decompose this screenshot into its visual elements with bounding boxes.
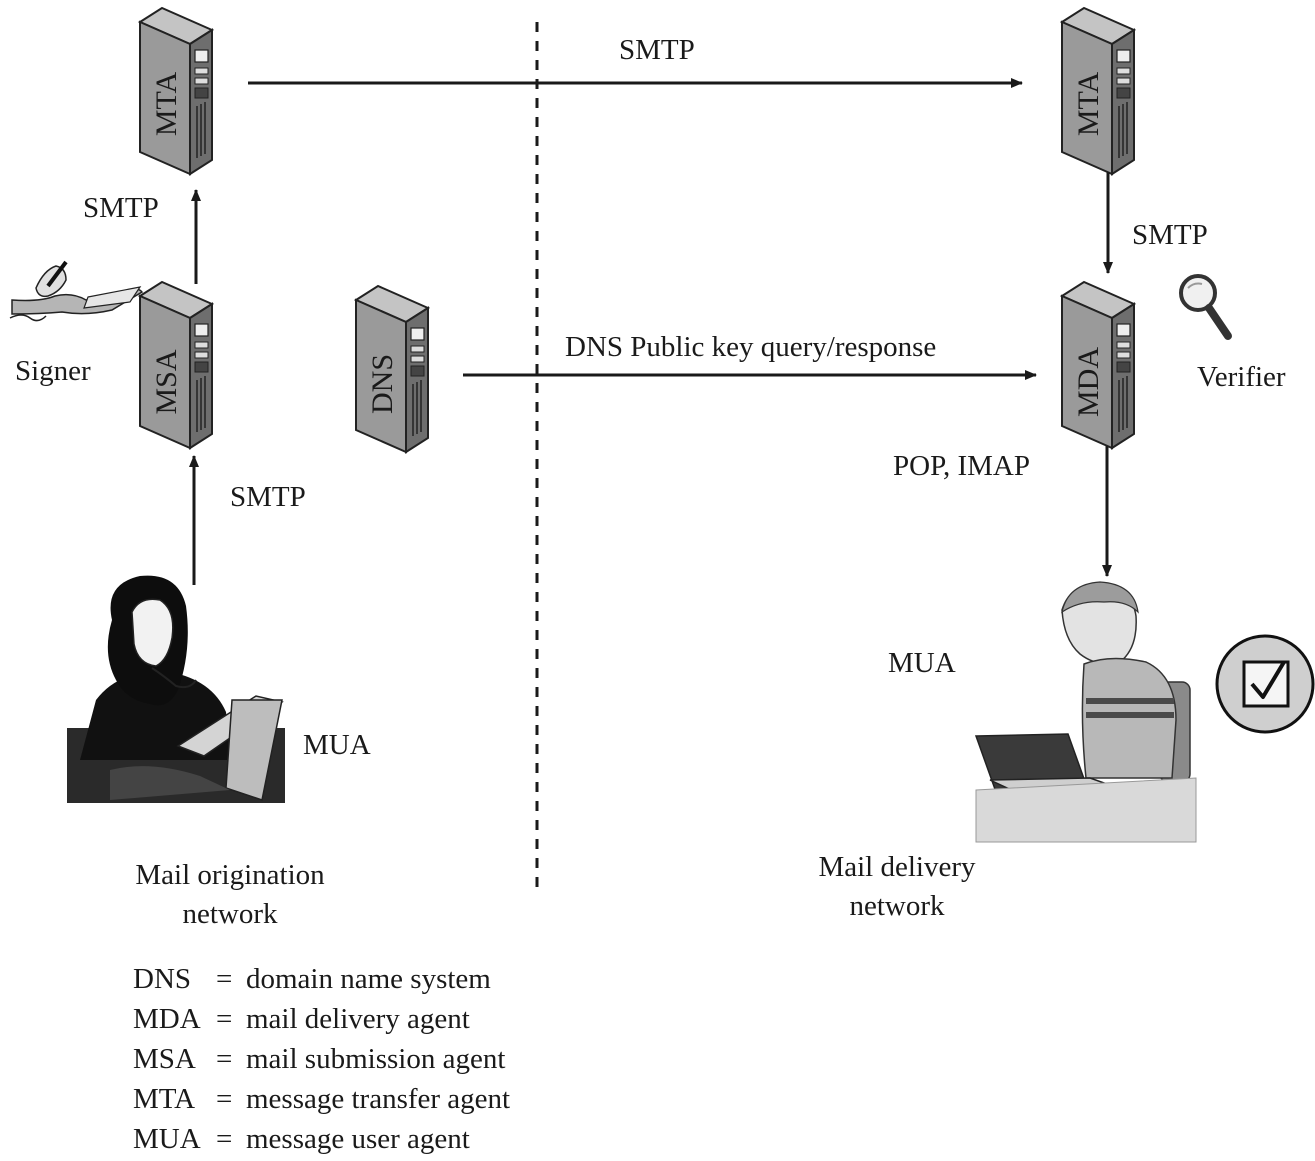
edge-label-dns-query: DNS Public key query/response xyxy=(565,331,936,363)
svg-text:MSA: MSA xyxy=(133,1043,196,1075)
abbreviation-legend: DNS = domain name system MDA = mail deli… xyxy=(133,963,510,1155)
mta-origin-server: MTA xyxy=(139,7,213,175)
svg-text:mail submission agent: mail submission agent xyxy=(246,1043,505,1075)
man-at-laptop-icon xyxy=(974,581,1197,843)
svg-text:=: = xyxy=(216,1003,232,1035)
verifier-label: Verifier xyxy=(1197,361,1286,393)
signer-icon xyxy=(9,260,144,322)
svg-text:=: = xyxy=(216,1123,232,1155)
svg-text:=: = xyxy=(216,963,232,995)
svg-text:domain name system: domain name system xyxy=(246,963,491,995)
svg-text:mail delivery agent: mail delivery agent xyxy=(246,1003,470,1035)
magnifier-icon xyxy=(1179,274,1232,340)
woman-at-laptop-icon xyxy=(67,575,285,803)
mta-delivery-server: MTA xyxy=(1061,7,1135,175)
svg-text:DNS: DNS xyxy=(366,354,399,414)
dns-server: DNS xyxy=(355,285,429,453)
svg-text:DNS: DNS xyxy=(133,963,191,995)
svg-text:MSA: MSA xyxy=(150,349,183,414)
mua-delivery-label: MUA xyxy=(888,647,956,679)
signer-label: Signer xyxy=(15,355,91,387)
svg-text:MTA: MTA xyxy=(133,1083,195,1115)
svg-text:message transfer agent: message transfer agent xyxy=(246,1083,510,1115)
svg-text:MTA: MTA xyxy=(150,72,183,137)
delivery-network-line2: network xyxy=(849,890,945,922)
legend-row: DNS = domain name system xyxy=(133,963,491,995)
origination-network-line2: network xyxy=(182,898,278,930)
edge-label-mua-to-msa: SMTP xyxy=(230,481,306,513)
origination-network-line1: Mail origination xyxy=(135,859,325,891)
msa-server: MSA xyxy=(139,281,213,449)
svg-text:MDA: MDA xyxy=(1072,347,1105,417)
svg-text:MTA: MTA xyxy=(1072,72,1105,137)
delivery-network-line1: Mail delivery xyxy=(818,851,976,883)
svg-text:=: = xyxy=(216,1043,232,1075)
legend-row: MSA = mail submission agent xyxy=(133,1043,505,1075)
svg-text:MUA: MUA xyxy=(133,1123,201,1155)
edge-label-mta-to-mda: SMTP xyxy=(1132,219,1208,251)
legend-row: MDA = mail delivery agent xyxy=(133,1003,470,1035)
edge-label-msa-to-mta: SMTP xyxy=(83,192,159,224)
svg-text:MDA: MDA xyxy=(133,1003,201,1035)
svg-text:message user agent: message user agent xyxy=(246,1123,470,1155)
edge-label-mta-to-mta: SMTP xyxy=(619,34,695,66)
checkbox-verified-icon xyxy=(1215,634,1315,734)
legend-row: MTA = message transfer agent xyxy=(133,1083,510,1115)
legend-row: MUA = message user agent xyxy=(133,1123,470,1155)
svg-text:=: = xyxy=(216,1083,232,1115)
mda-server: MDA xyxy=(1061,281,1135,449)
edge-label-pop-imap: POP, IMAP xyxy=(893,450,1030,482)
mua-origin-label: MUA xyxy=(303,729,371,761)
